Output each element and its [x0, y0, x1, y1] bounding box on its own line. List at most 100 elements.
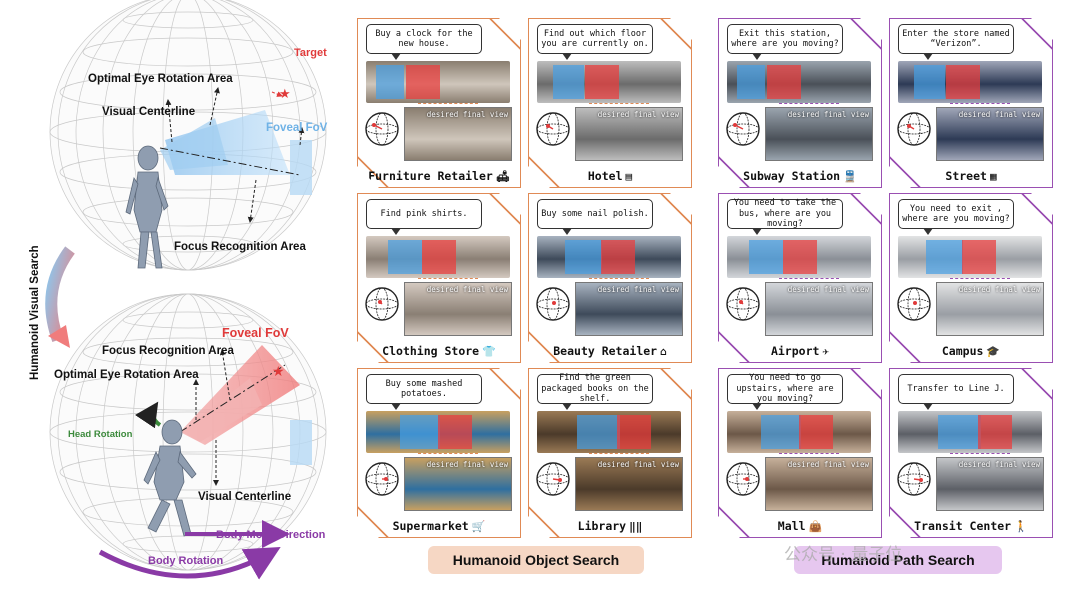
plane-icon: ✈	[822, 345, 830, 358]
label-optimal-area-top: Optimal Eye Rotation Area	[88, 73, 233, 85]
desired-view-label: desired final view	[958, 460, 1040, 469]
label-optimal-area-bottom: Optimal Eye Rotation Area	[54, 369, 199, 381]
label-focus-area-bottom: Focus Recognition Area	[102, 345, 234, 357]
gaze-globe-icon	[896, 461, 932, 497]
humanoid-visual-search-illustration: ★ ★ Humanoid Visual Search Target Opti	[29, 0, 328, 580]
desired-final-view: desired final view	[575, 457, 683, 511]
scene-name-text: Clothing Store	[382, 344, 480, 358]
scene-name: Supermarket🛒	[358, 519, 520, 533]
focus-area-cone-top	[160, 118, 228, 170]
scene-name: Furniture Retailer🛋	[358, 169, 520, 183]
desired-view-label: desired final view	[958, 110, 1040, 119]
instruction-bubble: You need to go upstairs, where are you m…	[727, 374, 843, 404]
desired-final-view: desired final view	[404, 282, 512, 336]
gaze-globe-icon	[725, 286, 761, 322]
panorama-image	[898, 236, 1042, 278]
panorama-image	[727, 236, 871, 278]
cart-icon: 🛒	[471, 520, 486, 533]
scene-panel: Find the green packaged books on the she…	[528, 368, 692, 538]
scene-panel: You need to exit , where are you moving?…	[889, 193, 1053, 363]
scene-name-text: Furniture Retailer	[368, 169, 493, 183]
scene-name: Campus🎓	[890, 344, 1052, 358]
scene-panel: You need to go upstairs, where are you m…	[718, 368, 882, 538]
red-target-region	[799, 415, 833, 449]
scene-name: Airport✈	[719, 344, 881, 358]
red-target-region	[406, 65, 440, 99]
walker-icon: 🚶	[1014, 520, 1028, 533]
instruction-bubble: Enter the store named “Verizon”.	[898, 24, 1014, 54]
red-target-region	[978, 415, 1012, 449]
desired-view-label: desired final view	[597, 285, 679, 294]
scene-name: Library‖‖	[529, 519, 691, 533]
desired-view-label: desired final view	[787, 285, 869, 294]
red-target-region	[767, 65, 801, 99]
bag-icon: 👜	[808, 520, 823, 533]
blue-region	[388, 240, 422, 274]
gaze-globe-icon	[896, 111, 932, 147]
scene-name-text: Hotel	[587, 169, 623, 183]
desired-final-view: desired final view	[936, 282, 1044, 336]
humanoid-standing	[125, 145, 169, 269]
desired-final-view: desired final view	[936, 457, 1044, 511]
body-rotation-arrow	[98, 547, 281, 580]
instruction-bubble: You need to take the bus, where are you …	[727, 199, 843, 229]
blue-region	[737, 65, 765, 99]
target-star-bottom: ★	[272, 363, 285, 379]
red-target-region	[617, 415, 651, 449]
red-target-region	[422, 240, 456, 274]
gaze-globe-icon	[535, 286, 571, 322]
label-target: Target	[294, 47, 327, 59]
red-target-region	[783, 240, 817, 274]
desired-view-label: desired final view	[426, 110, 508, 119]
red-target-region	[585, 65, 619, 99]
instruction-bubble: Find pink shirts.	[366, 199, 482, 229]
scene-name: Beauty Retailer⌂	[529, 344, 691, 358]
sofa-icon: 🛋	[495, 170, 510, 183]
scene-name-text: Beauty Retailer	[553, 344, 658, 358]
blue-region	[749, 240, 783, 274]
blue-region	[761, 415, 801, 449]
shirt-icon: 👕	[482, 345, 496, 358]
instruction-bubble: Find out which floor you are currently o…	[537, 24, 653, 54]
panorama-image	[366, 236, 510, 278]
gaze-globe-icon	[364, 461, 400, 497]
desired-final-view: desired final view	[404, 107, 512, 161]
instruction-bubble: Buy some nail polish.	[537, 199, 653, 229]
panorama-image	[727, 61, 871, 103]
foveal-fov-top	[290, 140, 312, 195]
scene-name: Clothing Store👕	[358, 344, 520, 358]
scene-name-text: Transit Center	[914, 519, 1012, 533]
label-body-rotation: Body Rotation	[148, 555, 223, 567]
gaze-globe-icon	[364, 111, 400, 147]
scene-name-text: Library	[577, 519, 627, 533]
label-visual-centerline-top: Visual Centerline	[102, 106, 195, 118]
gaze-globe-icon	[535, 111, 571, 147]
foveal-fov-bottom-side	[290, 420, 312, 465]
humanoid-walking	[143, 419, 197, 537]
scene-name: Transit Center🚶	[890, 519, 1052, 533]
scene-name: Subway Station🚆	[719, 169, 881, 183]
gaze-globe-icon	[725, 461, 761, 497]
desired-final-view: desired final view	[765, 107, 873, 161]
label-visual-centerline-bottom: Visual Centerline	[198, 491, 291, 503]
target-star: ★	[279, 86, 291, 101]
scene-name: Street▦	[890, 169, 1052, 183]
desired-final-view: desired final view	[765, 282, 873, 336]
blue-region	[400, 415, 440, 449]
scene-name-text: Airport	[770, 344, 820, 358]
gaze-globe-icon	[896, 286, 932, 322]
blue-region	[376, 65, 404, 99]
instruction-bubble: You need to exit , where are you moving?	[898, 199, 1014, 229]
instruction-bubble: Exit this station, where are you moving?	[727, 24, 843, 54]
hotel-icon: ▤	[625, 170, 633, 183]
instruction-bubble: Transfer to Line J.	[898, 374, 1014, 404]
panorama-image	[727, 411, 871, 453]
red-target-region	[946, 65, 980, 99]
books-icon: ‖‖	[629, 520, 643, 533]
desired-final-view: desired final view	[404, 457, 512, 511]
red-target-region	[962, 240, 996, 274]
desired-view-label: desired final view	[597, 110, 679, 119]
gaze-globe-icon	[725, 111, 761, 147]
instruction-bubble: Buy some mashed potatoes.	[366, 374, 482, 404]
scene-panel: You need to take the bus, where are you …	[718, 193, 882, 363]
